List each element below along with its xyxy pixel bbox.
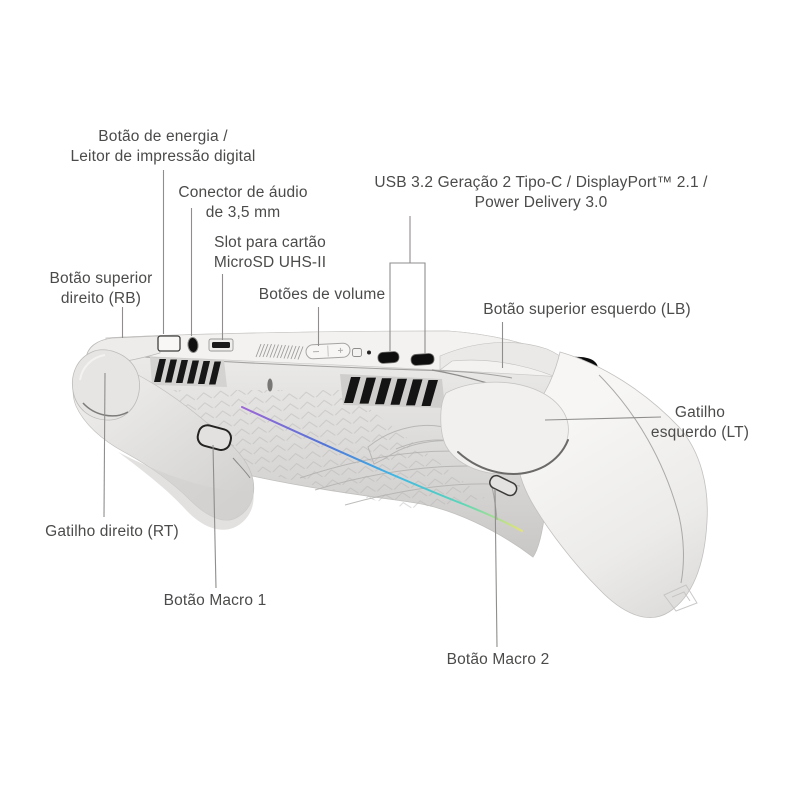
leader-macro1: [212, 444, 217, 589]
grip-junction-seam: [232, 457, 251, 479]
macro1-button: [196, 424, 232, 452]
leader-macro2: [494, 488, 498, 648]
top-hatch-vent: [255, 343, 304, 360]
grip-logo: [663, 584, 698, 612]
label-power-button: Botão de energia / Leitor de impressão d…: [70, 128, 256, 165]
label-usb-port: USB 3.2 Geração 2 Tipo-C / DisplayPort™ …: [374, 174, 708, 211]
label-bumper-left: Botão superior esquerdo (LB): [483, 301, 691, 318]
label-macro2: Botão Macro 2: [446, 651, 550, 668]
usb-c-port-2: [410, 353, 435, 366]
left-trigger-crease: [457, 439, 569, 475]
volume-rocker: [305, 342, 351, 360]
right-trigger-highlight: [79, 354, 106, 381]
microsd-slot: [208, 338, 234, 352]
label-microsd-slot: Slot para cartão MicroSD UHS-II: [213, 234, 327, 271]
label-audio-jack: Conector de áudio de 3,5 mm: [178, 184, 308, 221]
left-grip-seam: [598, 374, 684, 584]
right-trigger-crease: [82, 402, 129, 417]
right-grip-shade: [118, 452, 254, 530]
label-trigger-right: Gatilho direito (RT): [45, 523, 179, 540]
leader-trigger-left: [544, 416, 662, 421]
left-vent-slits: [154, 359, 221, 385]
rgb-light-strip: [241, 406, 523, 532]
power-button-port: [157, 335, 181, 352]
left-grip: [517, 351, 708, 618]
leader-trigger-right: [103, 372, 106, 518]
label-volume-buttons: Botões de volume: [258, 286, 386, 303]
right-trigger: [71, 349, 140, 421]
leader-usb: [389, 216, 426, 354]
audio-jack-port: [187, 337, 199, 353]
label-macro1: Botão Macro 1: [163, 592, 267, 609]
pin-hole: [267, 378, 273, 392]
label-bumper-right: Botão superior direito (RB): [49, 270, 153, 307]
usb-c-port-1: [377, 351, 400, 364]
reset-mark: [352, 348, 371, 357]
macro2-button: [489, 474, 518, 497]
right-vent-slits: [344, 377, 438, 406]
label-trigger-left: Gatilho esquerdo (LT): [650, 404, 750, 441]
